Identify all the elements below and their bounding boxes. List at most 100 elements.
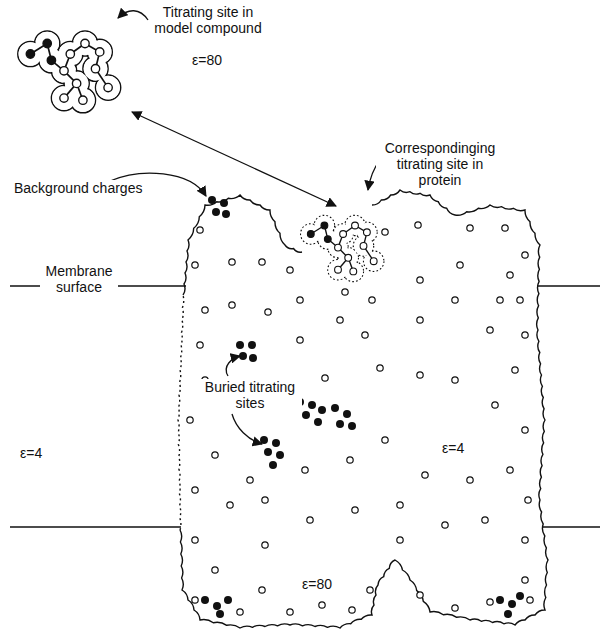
background-charge	[212, 567, 218, 573]
background-charge	[467, 225, 473, 231]
dielectric-label: ε=80	[190, 52, 224, 68]
titrating-site-charge	[343, 410, 351, 418]
titrating-site-charge	[201, 596, 209, 604]
background-charge	[262, 497, 268, 503]
background-charge	[507, 272, 513, 278]
background-charge	[352, 507, 358, 513]
background-charge	[362, 332, 368, 338]
dielectric-label: ε=80	[300, 576, 334, 592]
background-charge	[367, 587, 373, 593]
background-charge	[247, 477, 253, 483]
background-charge	[397, 502, 403, 508]
titrating-site-charge	[208, 196, 216, 204]
membrane-line	[537, 285, 600, 287]
background-charge	[507, 467, 513, 473]
leader-arrow	[232, 414, 262, 444]
callout-label: Buried titrating sites	[198, 379, 302, 411]
background-charge	[522, 427, 528, 433]
background-charge	[302, 467, 308, 473]
protein-outline	[183, 195, 302, 295]
titrating-site-charge	[224, 596, 232, 604]
membrane-line	[543, 526, 600, 528]
background-charge	[287, 267, 293, 273]
titrating-site-charge	[331, 404, 339, 412]
background-charge	[487, 327, 493, 333]
leader-arrow	[118, 11, 148, 20]
titrating-site-charge	[308, 401, 316, 409]
leader-arrow	[226, 356, 240, 376]
titrating-site-charge	[496, 596, 504, 604]
background-charge	[229, 259, 235, 265]
background-charge	[467, 477, 473, 483]
background-charge	[229, 302, 235, 308]
double-arrow	[132, 112, 336, 206]
protein-titrating-site	[301, 215, 384, 281]
titrating-site-charge	[213, 602, 221, 610]
background-charge	[265, 309, 271, 315]
background-charge	[259, 587, 265, 593]
background-charge	[442, 522, 448, 528]
background-charge	[382, 229, 388, 235]
background-charge	[502, 225, 508, 231]
background-charge	[192, 262, 198, 268]
titrating-site-charge	[260, 436, 268, 444]
background-charge	[417, 372, 423, 378]
background-charge	[322, 375, 328, 381]
titrating-site-charge	[249, 354, 257, 362]
background-charge	[517, 297, 523, 303]
titrating-site-charge	[239, 352, 247, 360]
background-charge	[492, 402, 498, 408]
callout-label: Titrating site in model compound	[150, 4, 266, 36]
background-charge	[287, 609, 293, 615]
background-charge	[417, 592, 423, 598]
titrating-site-charge	[216, 610, 224, 618]
background-charge	[197, 342, 203, 348]
titrating-site-charge	[516, 592, 524, 600]
background-charge	[512, 367, 518, 373]
background-charge	[337, 317, 343, 323]
titrating-site-charge	[318, 406, 326, 414]
callout-label: Background charges	[12, 180, 144, 196]
titrating-site-charge	[212, 208, 220, 216]
titrating-site-charge	[336, 420, 344, 428]
background-charge	[417, 317, 423, 323]
background-charge	[237, 609, 243, 615]
titrating-site-charge	[272, 439, 280, 447]
background-charge	[377, 365, 383, 371]
dielectric-label: ε=4	[440, 440, 466, 456]
background-charge	[349, 607, 355, 613]
background-charge	[319, 602, 325, 608]
background-charge	[497, 297, 503, 303]
background-charge	[522, 537, 528, 543]
membrane-line	[10, 526, 181, 528]
protein-outline-dotted	[178, 295, 184, 530]
background-charge	[382, 437, 388, 443]
background-charge	[197, 227, 203, 233]
background-charge	[259, 259, 265, 265]
model-compound	[18, 31, 121, 113]
titrating-site-charge	[504, 610, 512, 618]
background-charge	[525, 497, 531, 503]
titrating-site-charge	[276, 451, 284, 459]
background-charge	[342, 289, 348, 295]
background-charge	[192, 487, 198, 493]
membrane-label: Membrane surface	[40, 263, 118, 295]
background-charge	[452, 605, 458, 611]
titrating-site-charge	[508, 600, 516, 608]
dielectric-label: ε=4	[18, 445, 44, 461]
background-charge	[522, 577, 528, 583]
titrating-site-charge	[222, 210, 230, 218]
titrating-site-charge	[220, 199, 228, 207]
protein-outline	[180, 190, 548, 628]
background-charge	[262, 542, 268, 548]
titrating-site-charge	[302, 411, 310, 419]
background-charge	[192, 597, 198, 603]
background-charge	[482, 517, 488, 523]
background-charge	[369, 297, 375, 303]
background-charge	[397, 537, 403, 543]
background-charge	[452, 377, 458, 383]
background-charge	[527, 597, 533, 603]
background-charge	[422, 472, 428, 478]
background-charge	[457, 262, 463, 268]
